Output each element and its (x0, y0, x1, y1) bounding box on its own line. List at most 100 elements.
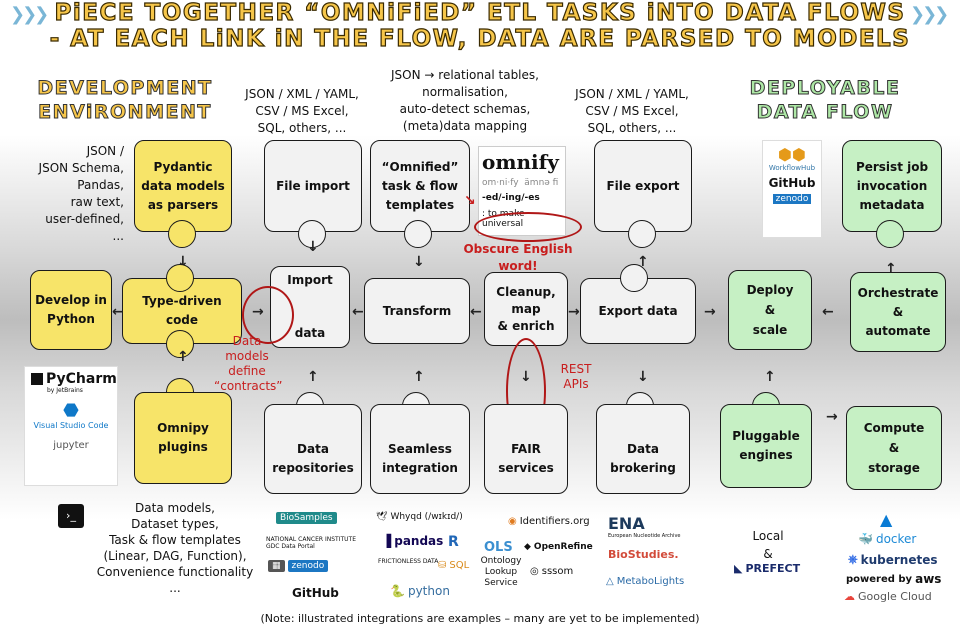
development-environment-heading: DEVELOPMENT ENViRONMENT (30, 76, 220, 124)
note-line: Data models, (135, 501, 215, 515)
diamond-icon: ◆ (524, 542, 531, 552)
piece-label: Deploy (746, 283, 794, 297)
dashed-up-arrow: ↑ (413, 369, 425, 385)
sssom-icon: ◎ (530, 566, 539, 577)
azure-logo: ▲ (880, 510, 893, 529)
dashed-down-arrow: ↓ (413, 254, 425, 270)
piece-label: Orchestrate (857, 285, 939, 300)
note-line: APIs (563, 377, 589, 391)
note-line: SQL, others, ... (257, 121, 347, 135)
piece-label: map (511, 301, 541, 316)
nci-gdc-logo: NATIONAL CANCER INSTITUTE GDC Data Porta… (266, 536, 356, 550)
note-line: Local (752, 529, 784, 543)
heading-line: DEVELOPMENT (37, 77, 213, 100)
logo-text: BioSamples (276, 512, 337, 524)
piece-knob (404, 220, 432, 248)
piece-label: data (294, 326, 326, 340)
heading-line: DEPLOYABLE (749, 77, 901, 100)
metabolights-icon: △ (606, 576, 614, 587)
dashed-up-arrow: ↑ (307, 369, 319, 385)
vscode-icon: ⬣ (63, 400, 79, 421)
cloud-icon: ☁ (844, 590, 855, 603)
dashed-down-arrow: ↓ (177, 254, 189, 270)
note-line: Lookup (484, 567, 518, 577)
features-note: Data models, Dataset types, Task & flow … (96, 500, 254, 596)
note-line: Data (232, 334, 262, 348)
transform-formats-note: JSON → relational tables, normalisation,… (385, 67, 545, 135)
github-bottom-logo: GitHub (292, 586, 339, 600)
dashed-down-arrow: ↓ (637, 369, 649, 385)
piece-compute-storage: Compute & storage (846, 406, 942, 490)
piece-knob (166, 330, 194, 358)
contracts-note: Data models define “contracts” (214, 334, 283, 394)
github-logo: GitHub (768, 176, 816, 190)
pycharm-logo: PyCharm (46, 371, 117, 387)
piece-knob (876, 220, 904, 248)
note-line: Pandas, (77, 178, 124, 192)
deployable-data-flow-heading: DEPLOYABLE DATA FLOW (745, 76, 905, 124)
logo-text: NATIONAL CANCER INSTITUTE (266, 536, 356, 543)
note-line: normalisation, (422, 85, 508, 99)
repository-logos: ▦ zenodo (268, 560, 329, 572)
chevrons-left-icon: ❯❯❯ (10, 4, 49, 25)
prefect-icon: ◣ (734, 562, 743, 575)
piece-label: Type-driven code (142, 294, 222, 327)
ega-logo: ▦ (268, 560, 285, 572)
sql-logo: ⛁SQL (438, 560, 469, 571)
biostudies-logo: BioStudies. (608, 548, 679, 561)
pandas-logo: ▐pandas (382, 534, 443, 548)
note-line: ... (112, 229, 124, 243)
pycharm-sub: by JetBrains (47, 387, 83, 394)
python-logo: 🐍python (390, 584, 450, 598)
piece-label: scale (752, 323, 788, 337)
title-line-2: - AT EACH LiNK iN THE FLOW, DATA ARE PAR… (49, 25, 911, 52)
ols-logo: OLS (484, 540, 513, 555)
logo-text: ENA (608, 514, 645, 533)
kubernetes-logo: ⎈kubernetes (848, 552, 937, 567)
logo-text: GitHub (292, 586, 339, 600)
logo-text: PREFECT (745, 562, 801, 575)
piece-transform: Transform (364, 278, 470, 344)
logo-text: OLS (484, 540, 513, 555)
frictionless-logo: FRICTIONLESS DATA (378, 558, 438, 565)
logo-text: Whyqd (/wɪkɪd/) (390, 512, 463, 522)
piece-label: Pydantic data models as parsers (141, 159, 225, 212)
piece-file-import: File import (264, 140, 362, 232)
piece-omnipy-plugins: Omnipy plugins (134, 392, 232, 484)
logo-text: GDC Data Portal (266, 543, 315, 550)
piece-knob (168, 220, 196, 248)
zenodo-logo: zenodo (773, 194, 811, 204)
dashed-left-arrow: ← (822, 304, 834, 320)
dashed-down-arrow: ↓ (520, 369, 532, 385)
note-line: Dataset types, (131, 517, 219, 531)
piece-label: automate (865, 323, 931, 338)
note-line: JSON Schema, (38, 161, 124, 175)
piece-label: storage (868, 461, 920, 475)
note-line: CSV / MS Excel, (255, 104, 349, 118)
piece-label: Pluggable engines (732, 429, 800, 462)
logo-text: European Nucleotide Archive (608, 533, 681, 539)
database-icon: ⛁ (438, 560, 447, 571)
dashed-up-arrow: ↑ (637, 254, 649, 270)
note-line: SQL, others, ... (587, 121, 677, 135)
piece-pluggable-engines: Pluggable engines (720, 404, 812, 488)
piece-orchestrate: Orchestrate & automate (850, 272, 946, 352)
piece-knob (298, 220, 326, 248)
logo-text: docker (875, 532, 917, 546)
piece-label: Import (287, 273, 333, 287)
docker-logo: 🐳docker (858, 532, 916, 546)
piece-label: Omnipy plugins (157, 421, 209, 454)
piece-knob (166, 264, 194, 292)
logo-text: Google Cloud (858, 590, 932, 603)
piece-file-export: File export (594, 140, 692, 232)
piece-label: Develop in Python (35, 293, 107, 326)
piece-deploy-scale: Deploy & scale (728, 270, 812, 350)
vscode-logo: Visual Studio Code (33, 421, 109, 430)
note-line: REST (560, 362, 592, 376)
word-forms: -ed/-ing/-es (482, 193, 540, 203)
dashed-left-arrow: ← (470, 304, 482, 320)
definition-highlight-oval (474, 212, 582, 242)
dashed-right-arrow: → (826, 409, 838, 425)
identifiers-logo: ◉Identifiers.org (508, 516, 590, 527)
r-logo: R (448, 534, 459, 550)
